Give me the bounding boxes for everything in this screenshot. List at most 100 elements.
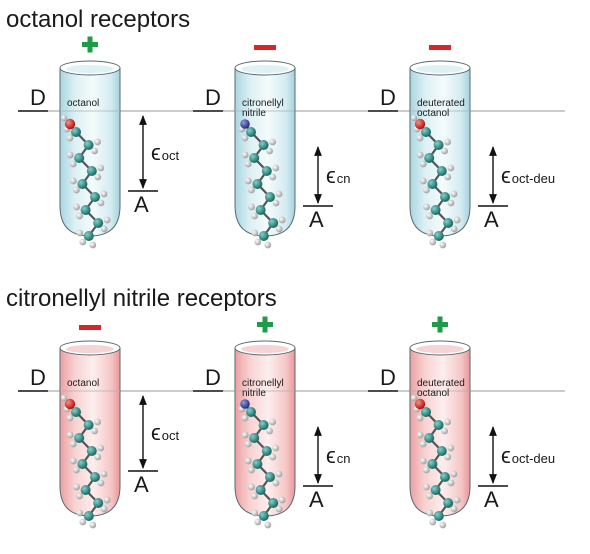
energy-gap-subscript: cn [337, 171, 351, 186]
carbon-atom [421, 127, 431, 137]
molecule-name: nitrile [242, 388, 266, 399]
hydrogen-atom [251, 509, 259, 517]
carbon-atom [80, 205, 91, 215]
epsilon-symbol: ϵ [501, 163, 511, 188]
hydrogen-atom [447, 444, 455, 452]
hydrogen-atom [241, 414, 249, 422]
oxygen-atom [414, 398, 426, 410]
hydrogen-atom [241, 134, 249, 142]
hydrogen-atom [94, 418, 101, 426]
hydrogen-atom [100, 225, 108, 233]
molecule-name: octanol [417, 108, 449, 119]
carbon-atom [436, 446, 447, 456]
hydrogen-atom [275, 470, 283, 478]
hydrogen-atom [73, 483, 80, 491]
hydrogen-atom [79, 238, 87, 246]
energy-gap-subscript: oct [162, 428, 180, 443]
carbon-atom [433, 231, 444, 241]
tube-rim [234, 340, 296, 356]
energy-gap-subscript: oct [162, 148, 180, 163]
hydrogen-atom [426, 212, 433, 220]
carbon-atom [427, 179, 438, 189]
plus-sign-bar [262, 316, 268, 333]
hydrogen-atom [439, 241, 447, 249]
sign-label: + [440, 307, 441, 309]
hydrogen-atom [241, 151, 249, 159]
molecule-model [60, 114, 111, 249]
molecule-name: deuterated [417, 378, 465, 389]
hydrogen-atom [241, 431, 249, 439]
carbon-atom [436, 166, 447, 176]
epsilon-symbol: ϵ [326, 443, 336, 468]
donor-label: D [380, 85, 396, 110]
carbon-atom [93, 498, 104, 508]
hydrogen-atom [450, 505, 458, 513]
hydrogen-atom [272, 164, 280, 172]
carbon-atom [246, 407, 256, 417]
hydrogen-atom [244, 160, 252, 168]
carbon-atom [421, 407, 431, 417]
carbon-atom [427, 459, 438, 469]
carbon-atom [83, 420, 94, 430]
hydrogen-atom [251, 229, 259, 237]
tube-opening [241, 345, 289, 353]
hydrogen-atom [416, 134, 424, 142]
hydrogen-atom [275, 190, 283, 198]
tube-rim [234, 60, 296, 76]
acceptor-label: A [484, 207, 499, 232]
hydrogen-atom [76, 492, 83, 500]
tube-rim [59, 340, 121, 356]
tube-opening [66, 345, 114, 353]
carbon-atom [86, 166, 97, 176]
carbon-atom [71, 407, 81, 417]
carbon-atom [74, 433, 85, 443]
hydrogen-atom [450, 225, 458, 233]
hydrogen-atom [91, 147, 98, 155]
hydrogen-atom [419, 440, 427, 448]
nitrogen-atom [240, 399, 250, 409]
hydrogen-atom [278, 496, 286, 504]
hydrogen-atom [70, 457, 77, 465]
hydrogen-atom [76, 229, 84, 237]
tube-opening [416, 65, 464, 73]
carbon-atom [261, 446, 272, 456]
hydrogen-atom [447, 199, 455, 207]
carbon-atom [255, 205, 266, 215]
molecule-model [238, 399, 286, 529]
sign-label: − [440, 27, 441, 29]
tube-opening [241, 65, 289, 73]
hydrogen-atom [248, 203, 256, 211]
tube-rim [409, 340, 471, 356]
hydrogen-atom [426, 229, 434, 237]
hydrogen-atom [69, 440, 77, 448]
donor-label: D [30, 85, 46, 110]
plus-sign-bar [437, 316, 443, 333]
hydrogen-atom [272, 444, 280, 452]
hydrogen-atom [423, 483, 430, 491]
hydrogen-atom [439, 521, 447, 529]
nitrogen-atom [240, 119, 250, 129]
hydrogen-atom [69, 160, 77, 168]
carbon-atom [440, 192, 450, 202]
hydrogen-atom [416, 151, 424, 159]
hydrogen-atom [429, 518, 437, 526]
hydrogen-atom [103, 496, 111, 504]
epsilon-symbol: ϵ [151, 140, 161, 165]
sign-label: − [265, 27, 266, 29]
epsilon-symbol: ϵ [151, 420, 161, 445]
acceptor-label: A [309, 487, 324, 512]
hydrogen-atom [441, 147, 448, 155]
hydrogen-atom [245, 457, 252, 465]
carbon-atom [268, 498, 279, 508]
carbon-atom [90, 192, 100, 202]
energy-gap-subscript: cn [337, 451, 351, 466]
hydrogen-atom [423, 186, 430, 194]
carbon-atom [258, 140, 269, 150]
hydrogen-atom [73, 203, 80, 211]
carbon-atom [77, 459, 88, 469]
hydrogen-atom [66, 431, 74, 439]
